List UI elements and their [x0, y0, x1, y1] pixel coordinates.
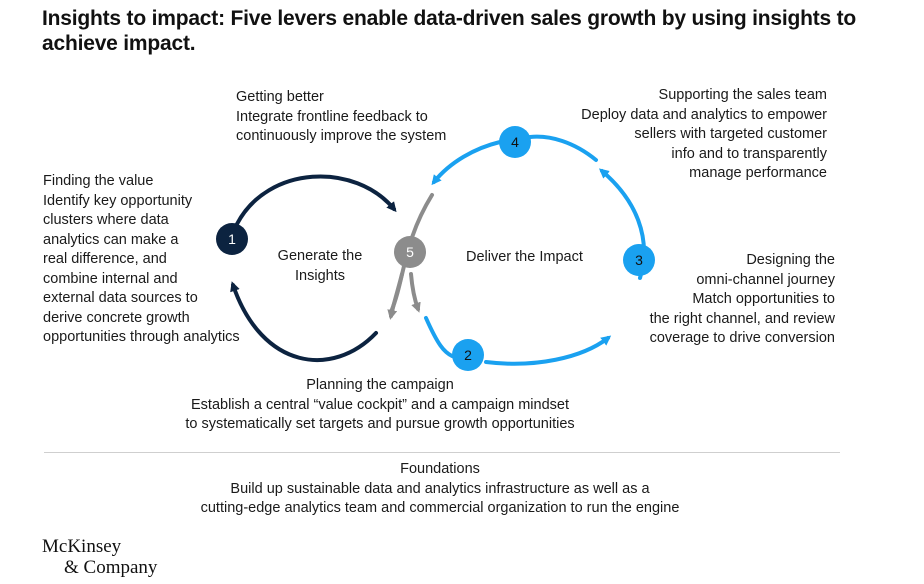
lever-heading: Finding the value: [43, 173, 154, 189]
svg-text:4: 4: [511, 134, 519, 150]
node-5: 5: [394, 236, 426, 268]
lever-body: Identify key opportunity clusters where …: [43, 192, 240, 346]
crossover-down-left: [387, 272, 404, 320]
lever-body: Integrate frontline feedback to continuo…: [236, 108, 447, 145]
svg-text:2: 2: [464, 347, 472, 363]
left-loop-bottom-arc: [230, 281, 378, 363]
node-2: 2: [452, 339, 484, 371]
svg-text:1: 1: [228, 231, 236, 247]
right-loop-label: Deliver the Impact: [466, 249, 583, 265]
lever-heading: Designing the omni-channel journey: [696, 252, 835, 288]
lever-heading: Getting better: [236, 89, 324, 105]
lever-supporting-sales: Supporting the sales team Deploy data an…: [540, 86, 827, 184]
right-loop-arc-4-5: [431, 140, 502, 186]
foundations: Foundations Build up sustainable data an…: [140, 460, 740, 519]
left-loop-top-arc: [235, 174, 397, 226]
divider: [44, 452, 840, 453]
lever-designing-journey: Designing the omni-channel journey Match…: [620, 251, 835, 349]
lever-getting-better: Getting better Integrate frontline feedb…: [236, 88, 496, 147]
node-4: 4: [499, 126, 531, 158]
node-3: 3: [623, 244, 655, 276]
node-1: 1: [216, 223, 248, 255]
lever-body: Match opportunities to the right channel…: [649, 291, 835, 346]
svg-text:3: 3: [635, 252, 643, 268]
svg-text:5: 5: [406, 244, 414, 260]
foundations-heading: Foundations: [400, 461, 480, 477]
lever-planning-campaign: Planning the campaign Establish a centra…: [150, 376, 610, 435]
left-loop-label: Generate the Insights: [277, 248, 363, 284]
logo-line-2: & Company: [64, 557, 158, 578]
lever-body: Deploy data and analytics to empower sel…: [581, 106, 827, 182]
logo-line-1: McKinsey: [42, 536, 122, 557]
foundations-body: Build up sustainable data and analytics …: [200, 480, 680, 517]
lever-body: Establish a central “value cockpit” and …: [185, 396, 575, 433]
crossover-down-right: [409, 272, 421, 313]
lever-heading: Supporting the sales team: [658, 87, 827, 103]
mckinsey-logo: McKinsey & Company: [42, 536, 157, 578]
lever-finding-value: Finding the value Identify key opportuni…: [43, 172, 273, 348]
right-loop-arc-4-top: [528, 134, 598, 162]
page-title: Insights to impact: Five levers enable d…: [42, 7, 857, 55]
lever-heading: Planning the campaign: [306, 377, 454, 393]
right-loop-arc-2-3: [424, 316, 454, 358]
right-loop-arc-2-3b: [484, 335, 612, 366]
